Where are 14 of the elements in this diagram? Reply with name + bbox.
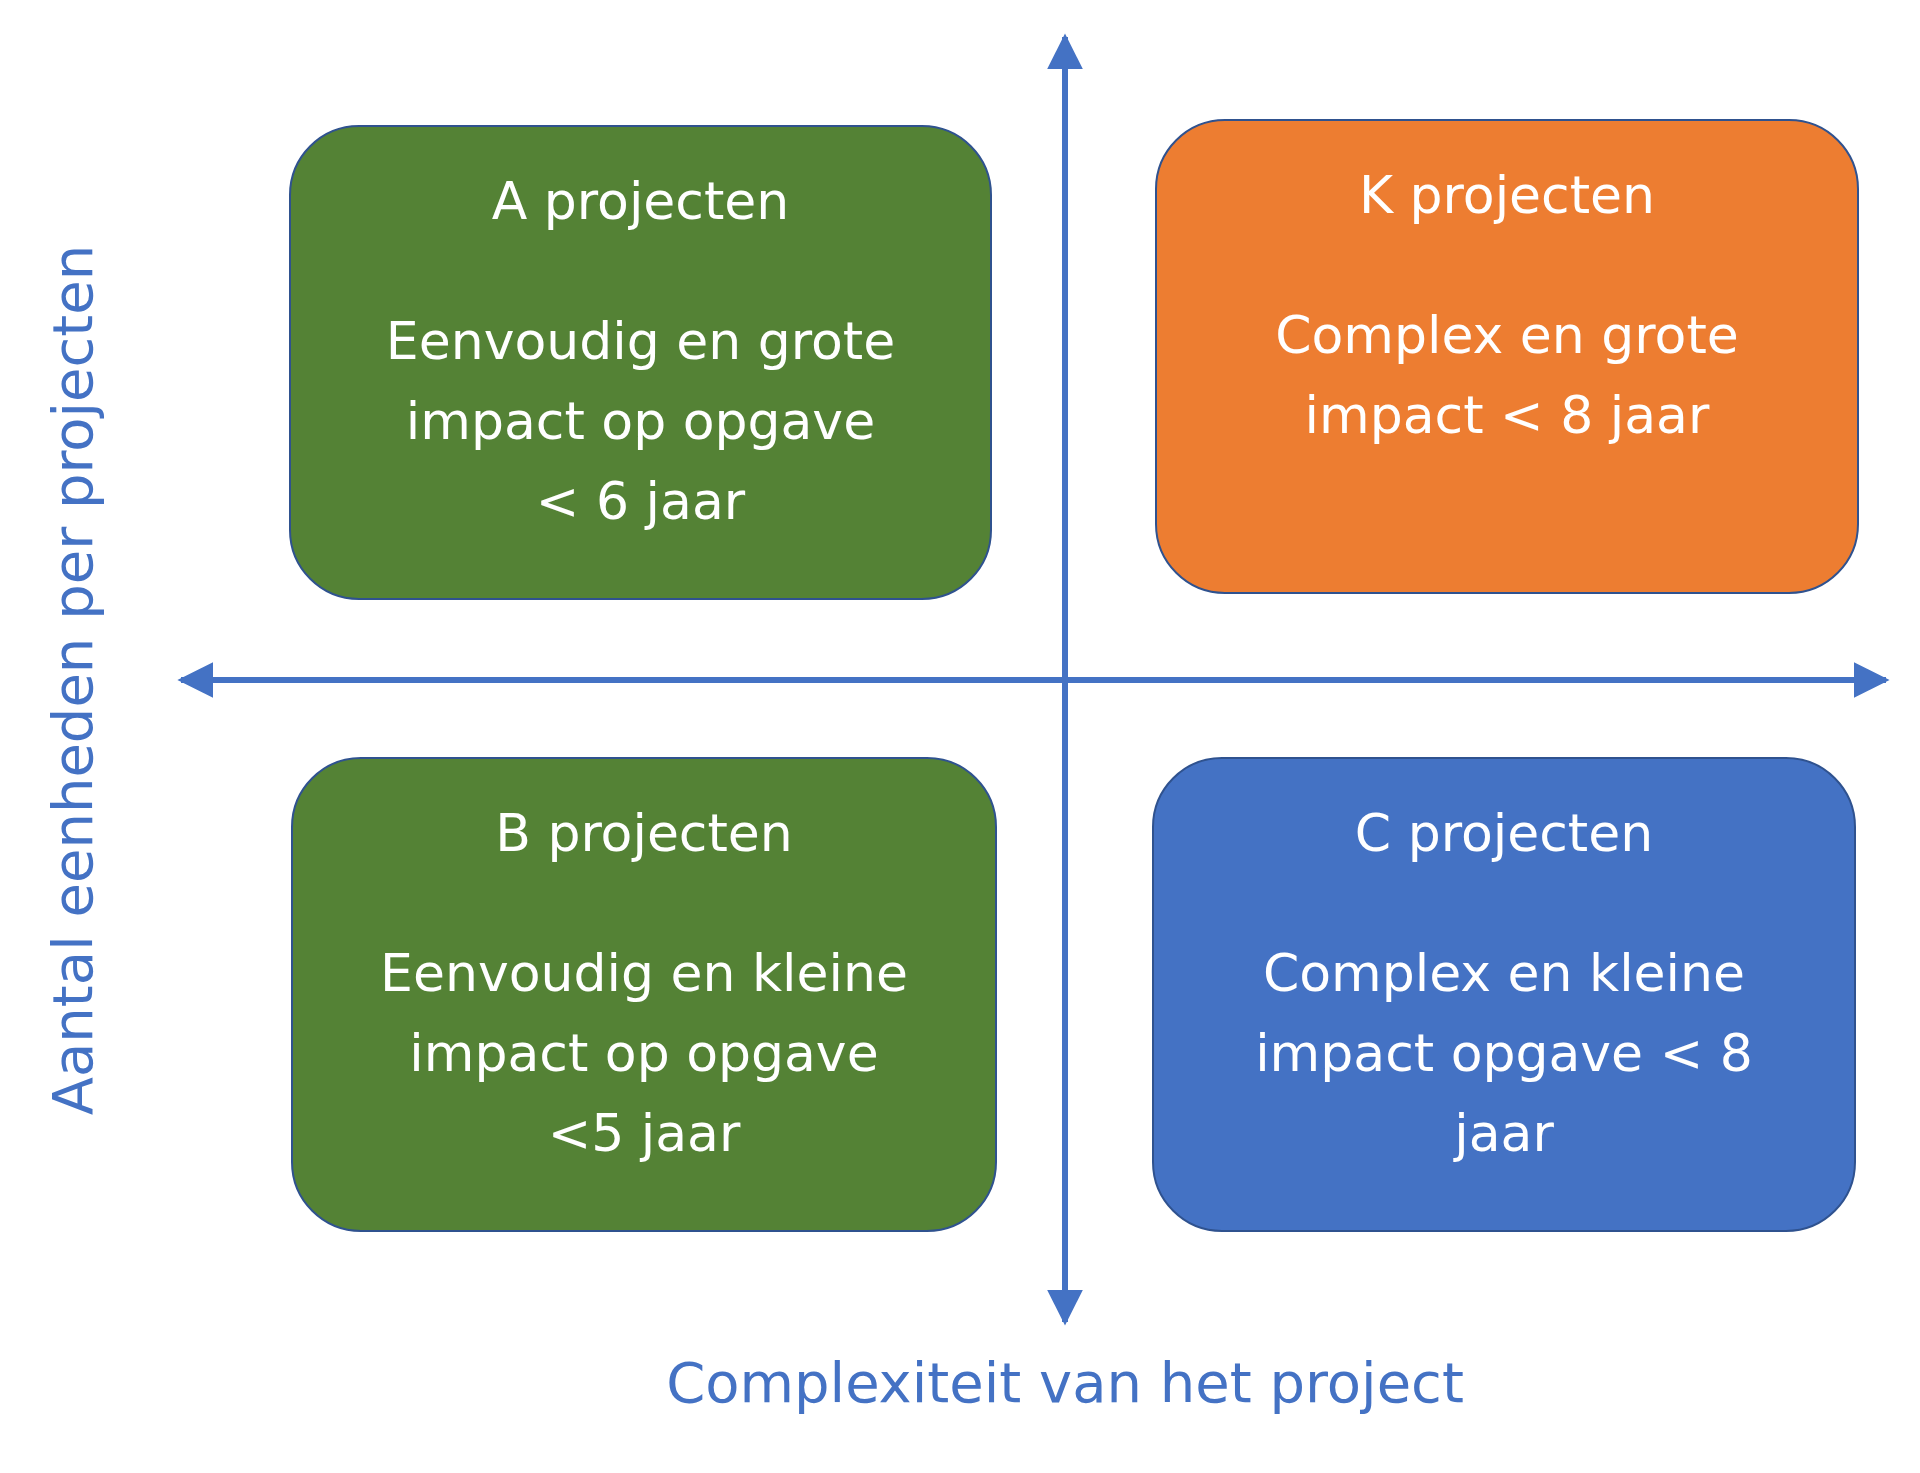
quadrant-box — [1155, 119, 1859, 594]
quadrant-title: K projecten — [1358, 165, 1656, 225]
y-axis-label: Aantal eenheden per projecten — [40, 244, 105, 1116]
quadrant-description: Eenvoudig en grote impact op opgave < 6 jaar — [384, 310, 897, 533]
quadrant-title: C projecten — [1354, 803, 1654, 863]
quadrant-box — [1152, 757, 1856, 1232]
x-axis-label: Complexiteit van het project — [666, 1350, 1464, 1415]
quadrant-title: A projecten — [491, 171, 790, 231]
quadrant-description: Eenvoudig en kleine impact op opgave <5 jaar — [379, 942, 909, 1165]
quadrant-title: B projecten — [495, 803, 793, 863]
quadrant-description: Complex en kleine impact opgave < 8 jaar — [1254, 942, 1754, 1165]
quadrant-box — [289, 125, 992, 600]
quadrant-box — [291, 757, 997, 1232]
quadrant-description: Complex en grote impact < 8 jaar — [1274, 304, 1740, 447]
